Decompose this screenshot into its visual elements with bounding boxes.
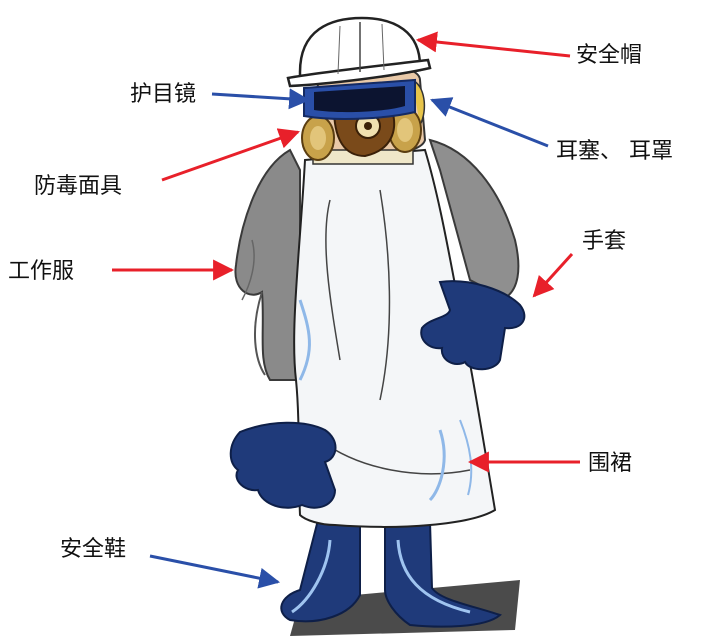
label-earplugs: 耳塞、 耳罩 [556,139,673,164]
label-safety-shoes: 安全鞋 [60,537,126,562]
goggles-illustration [303,78,416,120]
helmet-illustration [286,16,432,88]
arrow-earplugs [430,97,549,148]
worker-figure [229,16,526,636]
label-goggles: 护目镜 [130,82,196,107]
label-gloves: 手套 [582,229,626,254]
label-helmet: 安全帽 [576,43,642,68]
label-apron: 围裙 [588,451,632,476]
label-workwear: 工作服 [8,259,74,284]
safety-boots-illustration [280,519,502,628]
arrow-gloves [532,252,574,298]
arrow-gas-mask [161,128,300,182]
label-gas-mask: 防毒面具 [34,174,122,199]
labels: 安全帽 护目镜 耳塞、 耳罩 防毒面具 手套 工作服 围裙 安全鞋 [8,43,673,562]
arrows [112,31,580,589]
arrow-goggles [211,88,311,110]
arrow-safety-shoes [149,554,281,589]
workwear-illustration [234,138,520,381]
gloves-illustration [229,280,526,509]
arrow-helmet [415,31,571,58]
